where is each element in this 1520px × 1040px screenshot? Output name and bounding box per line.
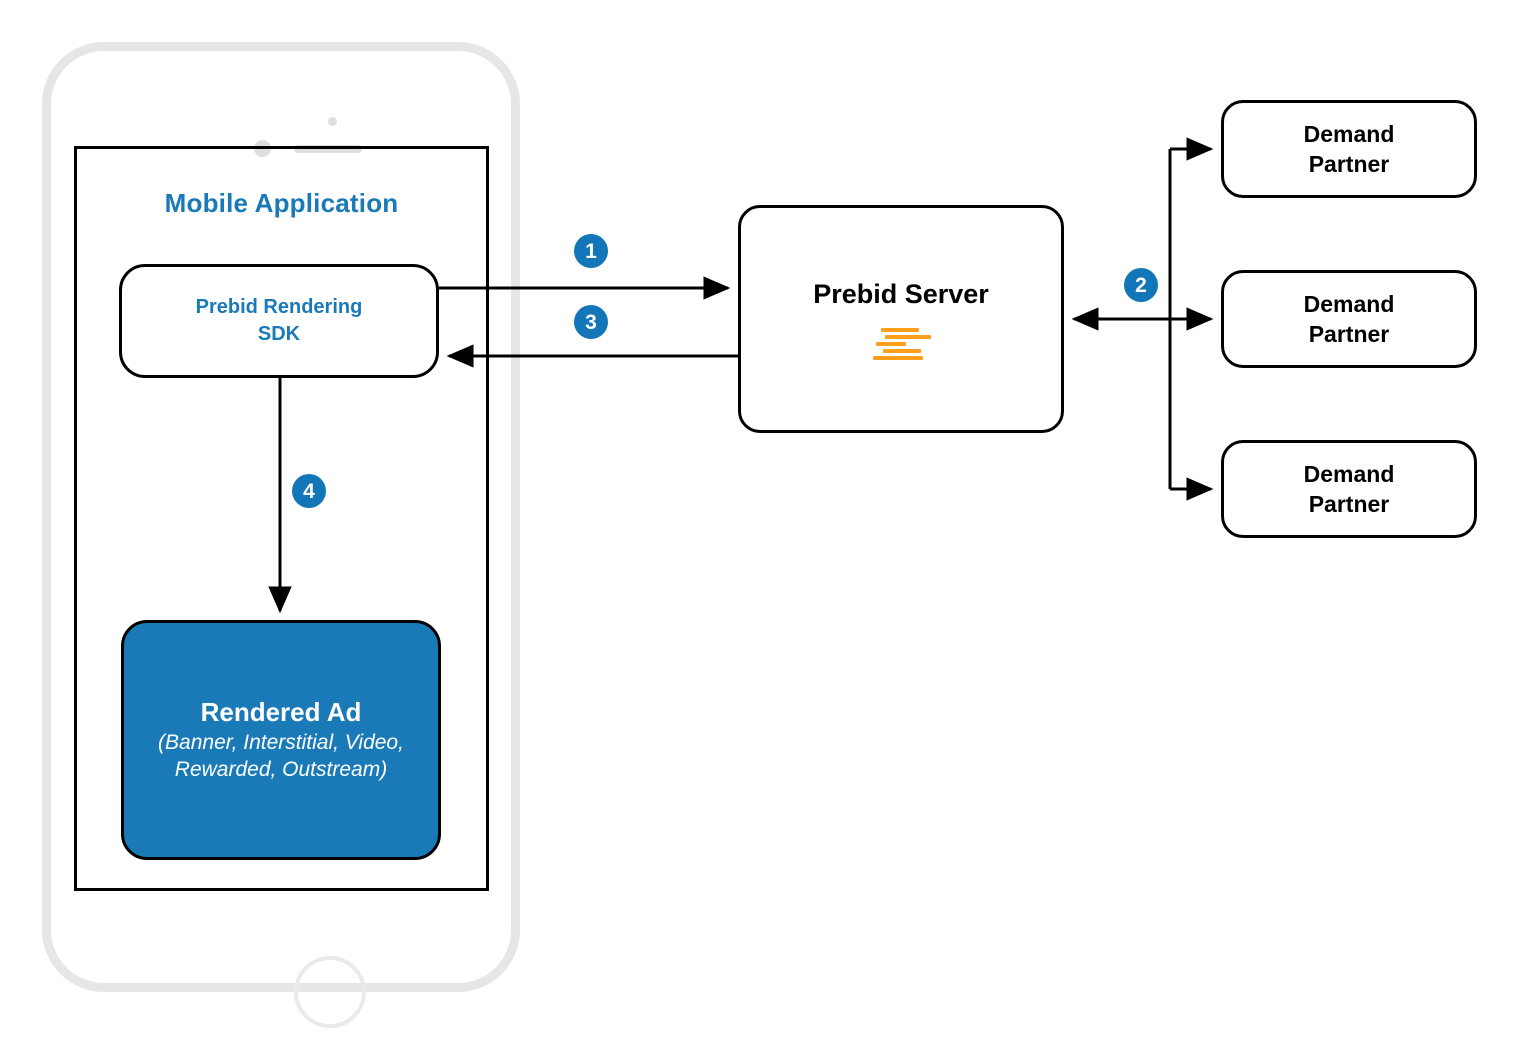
demand-partner-1-line1: Demand — [1303, 120, 1395, 147]
step-badge-2: 2 — [1124, 268, 1158, 302]
prebid-server-label: Prebid Server — [813, 278, 989, 309]
step-badge-1: 1 — [574, 234, 608, 268]
phone-side-button-mute[interactable] — [42, 143, 47, 177]
demand-partner-box-2[interactable]: Demand Partner — [1221, 270, 1477, 368]
prebid-logo-icon — [871, 327, 931, 360]
demand-partner-3-line1: Demand — [1303, 460, 1395, 487]
earpiece-speaker-bar-icon — [294, 145, 362, 153]
prebid-rendering-sdk-label: Prebid Rendering SDK — [196, 294, 363, 348]
prebid-server-box[interactable]: Prebid Server — [738, 205, 1064, 433]
demand-partner-label-1: Demand Partner — [1304, 119, 1395, 180]
home-button-circle-icon[interactable] — [294, 956, 366, 1028]
demand-partner-box-3[interactable]: Demand Partner — [1221, 440, 1477, 538]
sdk-label-line1: Prebid Rendering — [195, 296, 363, 318]
rendered-ad-title: Rendered Ad — [200, 696, 362, 727]
prebid-rendering-sdk-box[interactable]: Prebid Rendering SDK — [119, 264, 439, 378]
rendered-ad-formats: (Banner, Interstitial, Video, Rewarded, … — [158, 730, 404, 781]
demand-partner-box-1[interactable]: Demand Partner — [1221, 100, 1477, 198]
rendered-ad-box[interactable]: Rendered Ad (Banner, Interstitial, Video… — [121, 620, 441, 860]
mobile-application-title: Mobile Application — [164, 188, 399, 218]
proximity-sensor-dot-icon — [328, 117, 337, 126]
demand-partner-3-line2: Partner — [1308, 491, 1390, 517]
step-badge-3: 3 — [574, 305, 608, 339]
mobile-application-container — [74, 146, 489, 891]
demand-partner-label-3: Demand Partner — [1304, 459, 1395, 520]
phone-side-button-volume-up[interactable] — [42, 201, 47, 259]
demand-partner-2-line1: Demand — [1303, 290, 1395, 317]
step-badge-4: 4 — [292, 474, 326, 508]
sdk-label-line2: SDK — [257, 323, 301, 345]
demand-partner-label-2: Demand Partner — [1304, 289, 1395, 350]
demand-partner-2-line2: Partner — [1308, 321, 1390, 347]
phone-side-button-volume-down[interactable] — [42, 313, 47, 357]
demand-partner-1-line2: Partner — [1308, 151, 1390, 177]
